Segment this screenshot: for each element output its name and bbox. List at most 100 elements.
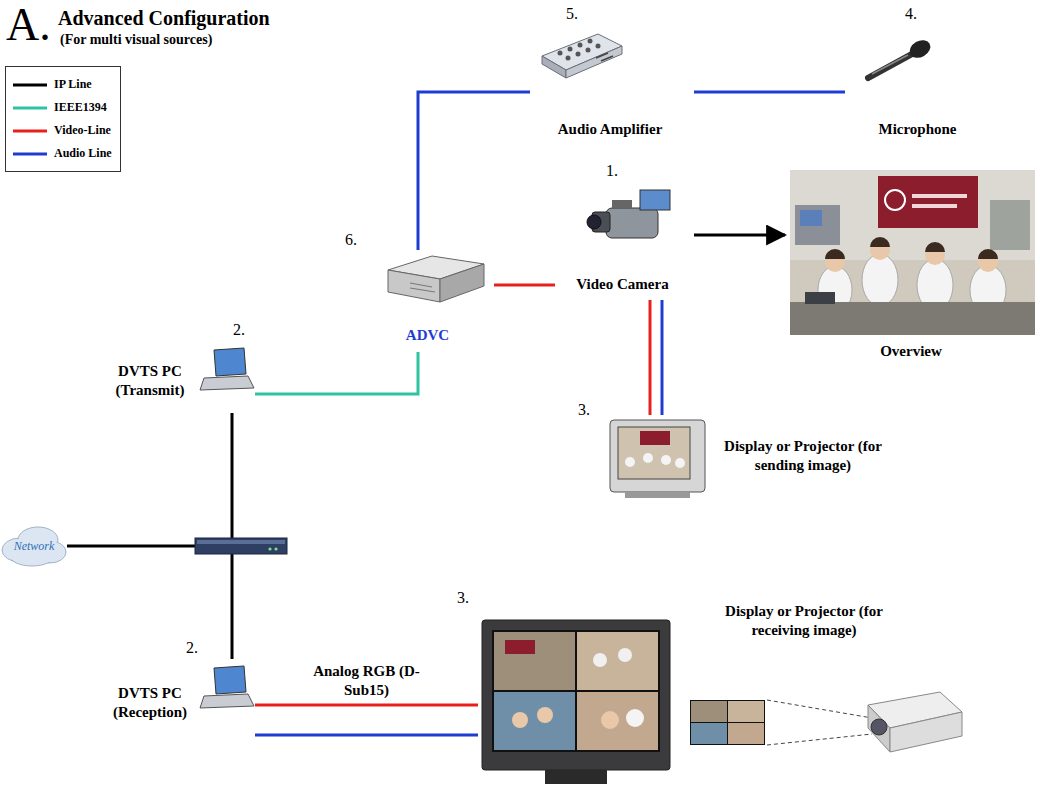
overview-photo: [790, 170, 1035, 260]
sending-display-icon: [618, 427, 690, 479]
overview-photo: [925, 242, 945, 252]
projected-image: [728, 723, 764, 744]
microphone-icon: [906, 37, 933, 62]
video-camera-icon: [612, 200, 632, 208]
node-label: Network: [4, 539, 64, 554]
overview-photo: [790, 302, 1035, 335]
video-camera-icon: [587, 190, 670, 238]
legend-line-sample: [12, 103, 48, 113]
advc-converter-icon: [410, 288, 435, 292]
connector-line: [418, 92, 530, 250]
receiving-monitor-icon: [492, 630, 660, 752]
sending-display-icon: [610, 420, 705, 498]
sending-display-icon: [675, 458, 685, 468]
projection-beam: [767, 734, 872, 745]
overview-photo: [790, 170, 1035, 335]
legend-text: Video-Line: [54, 123, 111, 138]
subtitle: (For multi visual sources): [60, 33, 212, 47]
overview-photo: [912, 204, 957, 208]
connector-line: [694, 91, 845, 94]
mixer-icon: [542, 56, 566, 78]
device-box: Video Camera: [555, 180, 694, 300]
node-label: DVTS PC (Transmit): [100, 362, 200, 400]
legend-swatch: [13, 106, 47, 109]
overview-photo: [862, 254, 898, 306]
computer-box: DVTS PC (Transmit): [100, 342, 255, 412]
advc-converter-icon: [410, 283, 432, 287]
computer-box: DVTS PC (Reception): [100, 660, 255, 742]
node-label: Video Camera: [555, 275, 690, 294]
overview-photo: [825, 249, 845, 259]
microphone-icon: [872, 55, 908, 74]
receiving-monitor-icon: [618, 648, 632, 662]
projected-image: [691, 723, 727, 744]
mixer-icon: [542, 34, 622, 78]
legend-line-sample: [12, 80, 48, 90]
overview-photo: [878, 176, 978, 228]
projected-image: [690, 700, 765, 745]
receiving-monitor-icon: [577, 692, 658, 750]
legend-row: IEEE1394: [12, 96, 112, 119]
projected-image: [728, 701, 764, 722]
diagram-title: Advanced Configuration: [58, 7, 270, 29]
node-label: DVTS PC (Reception): [100, 684, 200, 722]
connector-line: [255, 352, 418, 394]
overview-photo: [805, 292, 835, 304]
connector-line: [255, 734, 478, 737]
mixer-icon: [578, 43, 583, 48]
overview-photo: [790, 170, 1035, 335]
mixer-icon: [576, 52, 581, 57]
microphone-icon: [868, 54, 912, 78]
sending-display-icon: [661, 455, 671, 465]
receiving-monitor-icon: [601, 711, 619, 729]
overview-photo: [800, 210, 822, 226]
legend-row: IP Line: [12, 73, 112, 96]
callout-number: 2.: [233, 322, 245, 338]
network-cloud: Network: [4, 532, 68, 562]
legend-box: IP LineIEEE1394Video-LineAudio Line: [5, 66, 121, 172]
receiving-monitor-icon: [494, 692, 575, 750]
sending-display-icon: [610, 420, 705, 492]
callout-number: 5.: [566, 6, 578, 22]
connector-label: Analog RGB (D-Sub15): [302, 662, 432, 700]
ip-line: [67, 545, 195, 548]
section-letter: A.: [6, 2, 51, 48]
mixer-icon: [568, 47, 573, 52]
video-camera-icon: [606, 208, 658, 238]
projected-image: [691, 701, 727, 722]
receiving-monitor-icon: [482, 620, 670, 784]
laptop-icon: [200, 694, 254, 708]
connector-line: [694, 234, 785, 237]
laptop-icon: [214, 666, 246, 694]
projector-icon: [871, 719, 887, 735]
node-label: ADVC: [365, 326, 490, 345]
projector-icon: [868, 705, 890, 752]
display-box: Display or Projector (for sending image): [605, 415, 900, 500]
connector-line: [255, 704, 478, 707]
legend-text: Audio Line: [54, 146, 112, 161]
video-camera-icon: [640, 190, 670, 210]
microphone-icon: [868, 37, 934, 78]
mixer-icon: [566, 56, 571, 61]
projector-icon: [868, 692, 962, 752]
mixer-icon: [566, 46, 622, 78]
receiving-monitor-icon: [545, 770, 607, 784]
legend-line-sample: [12, 126, 48, 136]
connector-line: [494, 284, 555, 287]
receiving-monitor-icon: [494, 632, 575, 690]
receiving-monitor-icon: [593, 653, 607, 667]
connector-line: [661, 300, 664, 415]
legend-text: IEEE1394: [54, 100, 107, 115]
overview-photo: [870, 237, 890, 247]
projection-beam: [767, 700, 872, 718]
network-hub: [197, 540, 285, 544]
callout-number: 3.: [578, 402, 590, 418]
overview-photo: [912, 194, 967, 198]
mixer-icon: [596, 44, 601, 49]
network-hub: [195, 538, 287, 554]
projector-icon: [890, 712, 962, 752]
device-box: ADVC: [365, 250, 494, 352]
sending-display-icon: [625, 457, 635, 467]
